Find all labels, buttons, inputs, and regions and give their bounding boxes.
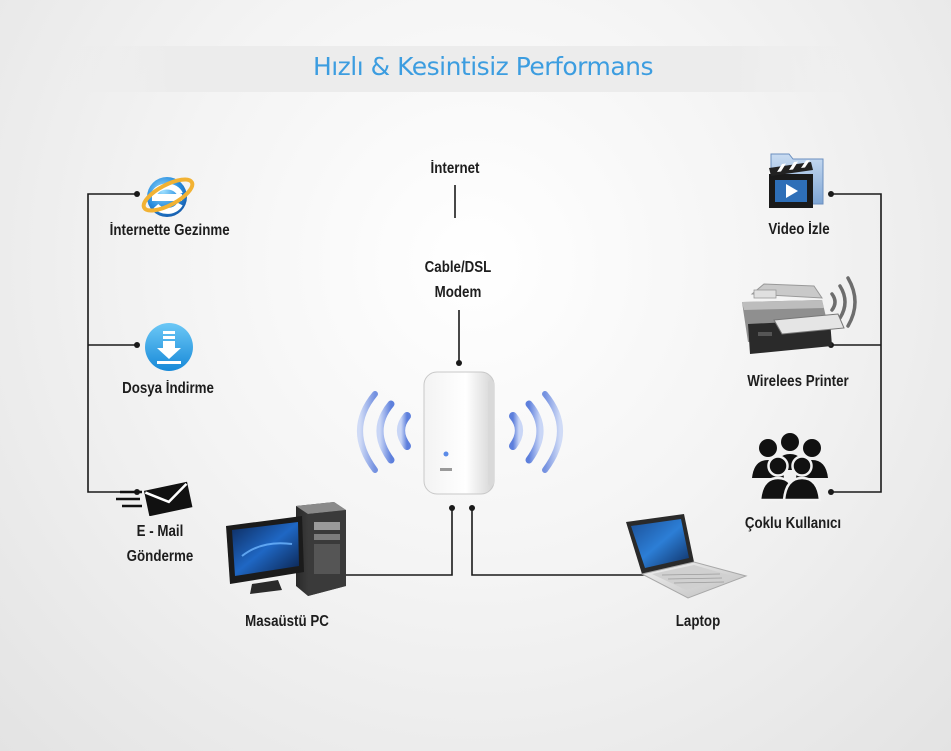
wifi-waves-left-icon — [357, 391, 411, 473]
modem-label-line1: Cable/DSL — [424, 259, 492, 276]
wifi-waves-right-icon — [509, 391, 563, 473]
page-title: Hızlı & Kesintisiz Performans — [312, 52, 654, 81]
users-icon — [752, 433, 828, 502]
right-bracket — [831, 193, 882, 493]
bottom-item-label-pc: Masaüstü PC — [245, 613, 329, 630]
left-item-label-download: Dosya İndirme — [122, 380, 214, 397]
bottom-item-label-laptop: Laptop — [675, 613, 721, 630]
right-item-label-video: Video İzle — [768, 221, 830, 238]
desktop-pc-icon — [226, 502, 346, 596]
download-icon — [145, 323, 193, 371]
title-banner — [60, 46, 850, 92]
internet-label: İnternet — [430, 160, 480, 177]
wireless-repeater-icon — [423, 371, 495, 495]
laptop-line — [471, 508, 653, 576]
left-item-label-email-line2: Gönderme — [126, 548, 194, 565]
pc-line — [343, 508, 453, 576]
laptop-icon — [626, 514, 748, 599]
printer-icon — [742, 276, 857, 354]
left-item-label-email-line1: E - Mail — [136, 523, 184, 540]
internet-explorer-icon — [141, 177, 195, 217]
email-icon — [116, 481, 193, 516]
left-item-label-browsing: İnternette Gezinme — [109, 222, 230, 239]
modem-label-line2: Modem — [434, 284, 482, 301]
right-item-label-users: Çoklu Kullanıcı — [744, 515, 842, 532]
left-bracket — [87, 193, 137, 493]
video-folder-icon — [769, 153, 824, 208]
right-item-label-printer: Wirelees Printer — [747, 373, 849, 390]
